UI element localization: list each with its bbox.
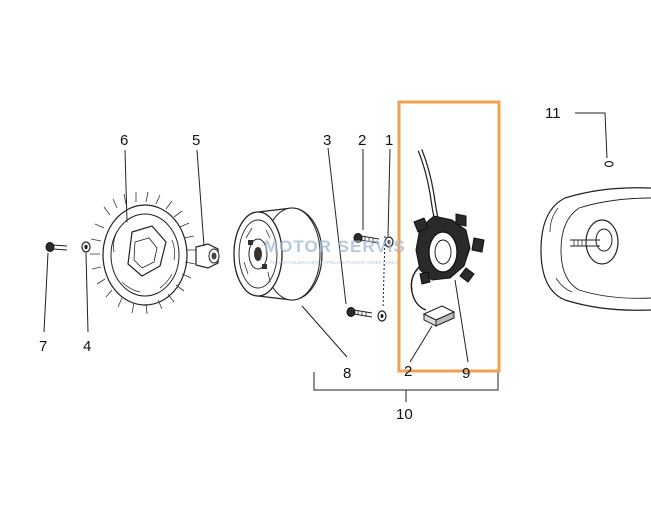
callout-9: 9 xyxy=(462,365,470,382)
highlight-box xyxy=(397,100,501,373)
callout-10: 10 xyxy=(396,406,413,423)
callout-3: 3 xyxy=(323,132,331,149)
leader-lines xyxy=(43,112,608,402)
callout-2-lower: 2 xyxy=(404,363,412,380)
callout-5: 5 xyxy=(192,132,200,149)
callout-8: 8 xyxy=(343,365,351,382)
callout-1: 1 xyxy=(385,132,393,149)
stator-part-9 xyxy=(410,149,485,311)
callout-6: 6 xyxy=(120,132,128,149)
callout-2-upper: 2 xyxy=(358,132,366,149)
brush-block-part-2-lower xyxy=(422,305,456,327)
spacer-nut-part-5 xyxy=(195,243,220,269)
screw-part-2-upper xyxy=(353,233,380,244)
watermark-sub: PIAGGIO-GILERA-DERBI-APRILIA & PIAGGIO Y… xyxy=(270,260,398,265)
rotor-drum-part-8 xyxy=(233,207,323,301)
flywheel-nut-part-7 xyxy=(45,242,68,252)
callout-7: 7 xyxy=(39,338,47,355)
o-ring-part-11 xyxy=(604,160,614,168)
watermark-main: MOTOR SERVIS xyxy=(264,237,406,256)
callout-11: 11 xyxy=(545,105,561,122)
callout-4: 4 xyxy=(83,338,91,355)
screw-part-3-lower xyxy=(346,307,373,318)
flywheel-fan-part-6 xyxy=(90,191,196,315)
crankcase-housing xyxy=(540,187,651,311)
washer-part-1-lower xyxy=(377,310,387,322)
washer-part-4 xyxy=(81,241,91,253)
